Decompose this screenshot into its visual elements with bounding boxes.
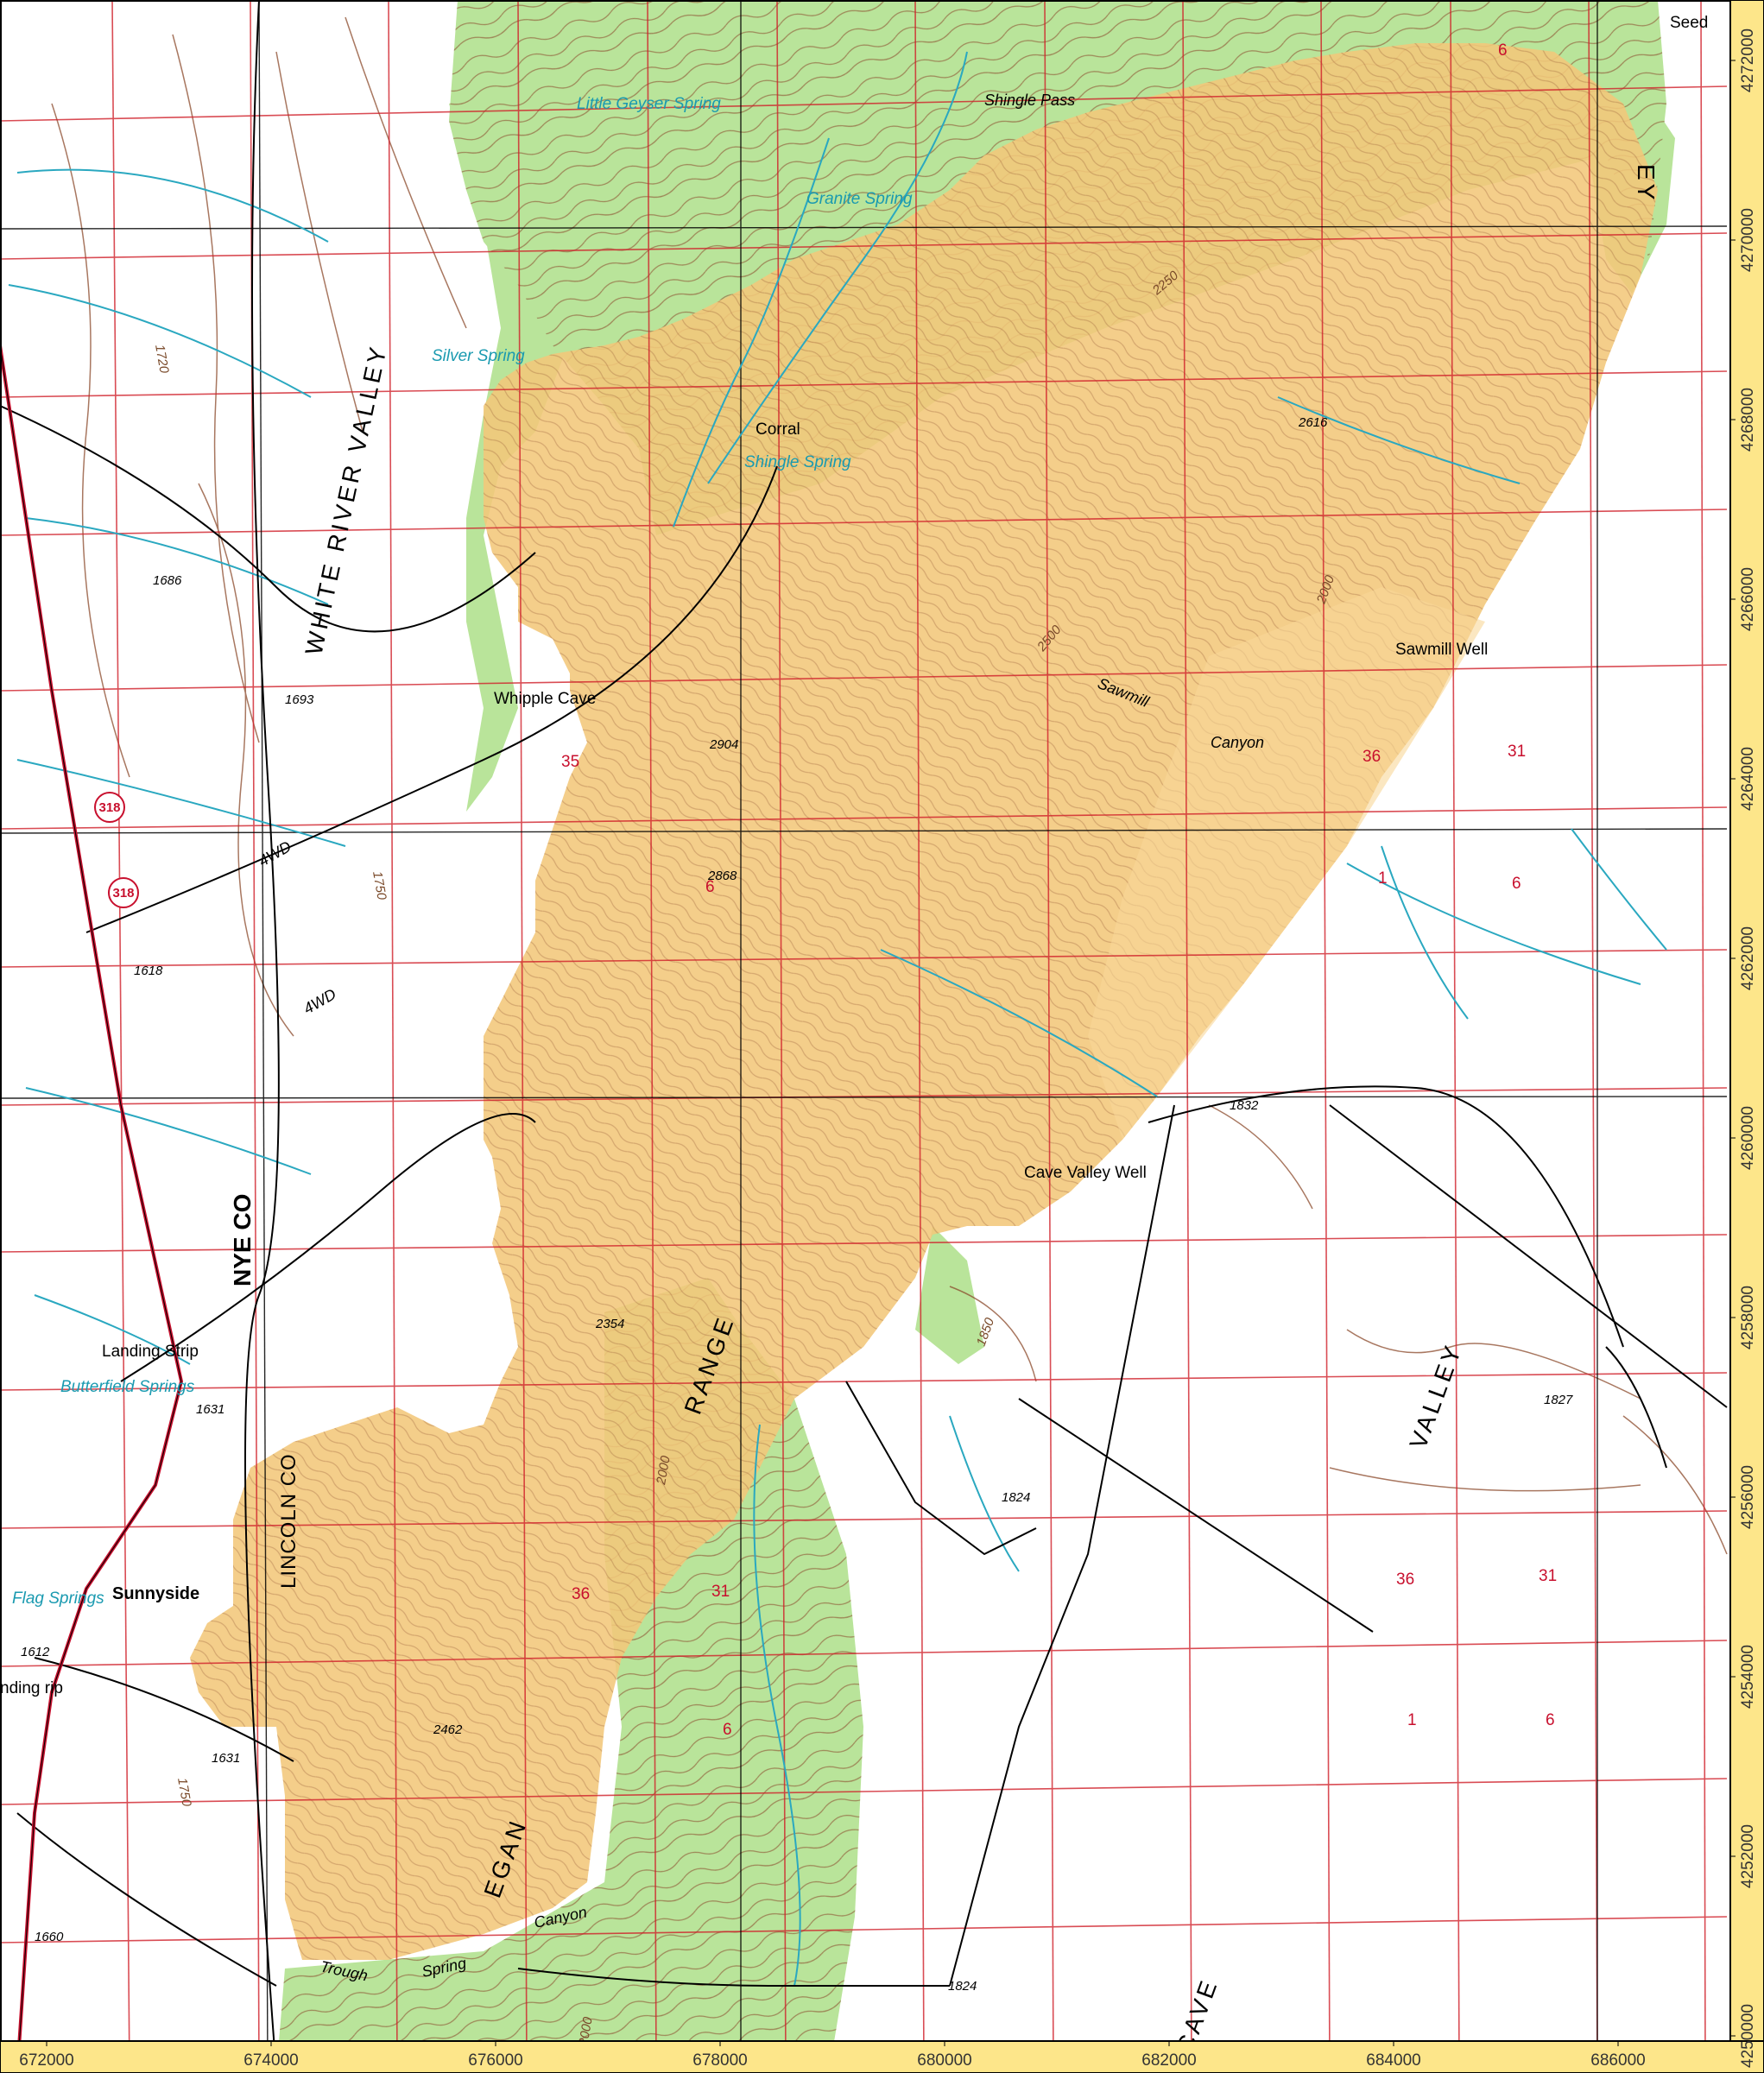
elev-1693: 1693 bbox=[285, 692, 314, 707]
y-axis-tick-label: 4252000 bbox=[1739, 1824, 1757, 1888]
study-area-contours bbox=[190, 43, 1658, 1960]
elev-1824b: 1824 bbox=[948, 1979, 977, 1994]
y-axis-tick-label: 4256000 bbox=[1739, 1465, 1757, 1529]
y-axis: 4272000 4270000 4268000 4266000 4264000 42620… bbox=[1730, 28, 1757, 2068]
elev-2354: 2354 bbox=[595, 1317, 624, 1331]
y-axis-tick-label: 4264000 bbox=[1739, 747, 1757, 811]
x-axis: 672000 674000 676000 678000 680000 682000 6840… bbox=[19, 2041, 1646, 2070]
section-6a: 6 bbox=[705, 878, 715, 896]
elev-1686: 1686 bbox=[153, 573, 182, 588]
elev-1827: 1827 bbox=[1544, 1393, 1573, 1407]
elev-1631b: 1631 bbox=[212, 1751, 240, 1766]
label-butterfield-springs: Butterfield Springs bbox=[60, 1378, 195, 1396]
label-seed: Seed bbox=[1670, 14, 1708, 32]
highway-shield-2: 318 bbox=[108, 877, 139, 908]
y-axis-tick-label: 4268000 bbox=[1739, 388, 1757, 452]
section-35: 35 bbox=[561, 753, 579, 771]
utm-grid bbox=[0, 0, 1728, 2073]
label-shingle-pass: Shingle Pass bbox=[984, 92, 1075, 109]
label-landing-strip: Landing Strip bbox=[102, 1343, 199, 1361]
elev-1824: 1824 bbox=[1002, 1490, 1030, 1505]
y-axis-tick-label: 4260000 bbox=[1739, 1106, 1757, 1170]
section-grid bbox=[0, 0, 1728, 2073]
label-lincoln-co: LINCOLN CO bbox=[277, 1453, 300, 1589]
label-sawmill-canyon-2: Canyon bbox=[1211, 734, 1264, 751]
elev-2616: 2616 bbox=[1298, 415, 1328, 430]
y-axis-tick-label: 4262000 bbox=[1739, 926, 1757, 990]
highway-shield-label: 318 bbox=[112, 886, 134, 901]
elev-1750b: 1750 bbox=[174, 1777, 194, 1808]
x-axis-tick-label: 680000 bbox=[917, 2051, 971, 2070]
highway-318-inner bbox=[0, 344, 182, 2073]
y-axis-tick-label: 4266000 bbox=[1739, 567, 1757, 631]
y-axis-tick-label: 4272000 bbox=[1739, 28, 1757, 92]
y-axis-tick-label: 4270000 bbox=[1739, 208, 1757, 272]
elev-1618: 1618 bbox=[134, 964, 163, 978]
highway-shield-label: 318 bbox=[98, 800, 120, 815]
section-36b: 36 bbox=[572, 1585, 590, 1603]
label-flag-springs: Flag Springs bbox=[12, 1590, 104, 1608]
map-border bbox=[0, 0, 1731, 2042]
section-36a: 36 bbox=[1363, 748, 1381, 766]
section-31c: 31 bbox=[1539, 1567, 1557, 1585]
roads bbox=[0, 0, 1728, 2073]
section-31a: 31 bbox=[1508, 743, 1526, 761]
x-axis-tick-label: 682000 bbox=[1141, 2051, 1196, 2070]
label-granite-spring: Granite Spring bbox=[806, 190, 913, 208]
elev-1612: 1612 bbox=[21, 1645, 50, 1659]
label-silver-spring: Silver Spring bbox=[432, 347, 525, 365]
label-nye-co: NYE CO bbox=[229, 1194, 256, 1286]
section-6e: 6 bbox=[1498, 41, 1508, 60]
elev-1720: 1720 bbox=[152, 344, 172, 375]
elev-1660: 1660 bbox=[35, 1930, 64, 1944]
y-axis-tick-label: 4254000 bbox=[1739, 1645, 1757, 1709]
label-whipple-cave: Whipple Cave bbox=[494, 690, 596, 708]
label-cave-valley-well: Cave Valley Well bbox=[1024, 1164, 1147, 1182]
elev-2462: 2462 bbox=[433, 1722, 463, 1737]
section-6b: 6 bbox=[1512, 875, 1521, 893]
elev-2868: 2868 bbox=[707, 869, 737, 883]
right-axis-frame bbox=[1729, 0, 1764, 2073]
section-6c: 6 bbox=[1546, 1711, 1555, 1729]
section-1b: 1 bbox=[1407, 1711, 1417, 1729]
label-shingle-spring: Shingle Spring bbox=[744, 453, 851, 471]
x-axis-tick-label: 676000 bbox=[468, 2051, 522, 2070]
label-corral: Corral bbox=[756, 420, 800, 439]
section-6d: 6 bbox=[723, 1721, 732, 1739]
label-sunnyside: Sunnyside bbox=[112, 1584, 199, 1603]
x-axis-tick-label: 686000 bbox=[1590, 2051, 1645, 2070]
y-axis-tick-label: 4250000 bbox=[1739, 2004, 1757, 2068]
y-axis-tick-label: 4258000 bbox=[1739, 1286, 1757, 1349]
label-little-geyser-spring: Little Geyser Spring bbox=[577, 95, 721, 113]
highway-shield-1: 318 bbox=[94, 792, 125, 823]
section-31b: 31 bbox=[711, 1583, 730, 1601]
streams bbox=[8, 51, 1667, 1987]
x-axis-tick-label: 684000 bbox=[1366, 2051, 1420, 2070]
elev-1832: 1832 bbox=[1230, 1098, 1259, 1113]
elev-2000b: 2000 bbox=[654, 1454, 673, 1486]
label-valley-top: EY bbox=[1633, 164, 1660, 203]
elev-1631: 1631 bbox=[196, 1402, 224, 1417]
label-sawmill-well: Sawmill Well bbox=[1395, 641, 1488, 659]
label-landing-strip-2: nding rip bbox=[0, 1679, 63, 1697]
section-36c: 36 bbox=[1396, 1571, 1414, 1589]
elev-2904: 2904 bbox=[709, 737, 738, 752]
x-axis-tick-label: 672000 bbox=[19, 2051, 73, 2070]
valley-contours bbox=[51, 16, 1728, 1555]
section-1a: 1 bbox=[1378, 869, 1388, 888]
elev-1750: 1750 bbox=[370, 870, 389, 901]
elev-2000c: 2000 bbox=[576, 2015, 596, 2047]
x-axis-tick-label: 678000 bbox=[692, 2051, 747, 2070]
vegetation-south-2 bbox=[915, 1226, 984, 1364]
x-axis-tick-label: 674000 bbox=[243, 2051, 298, 2070]
